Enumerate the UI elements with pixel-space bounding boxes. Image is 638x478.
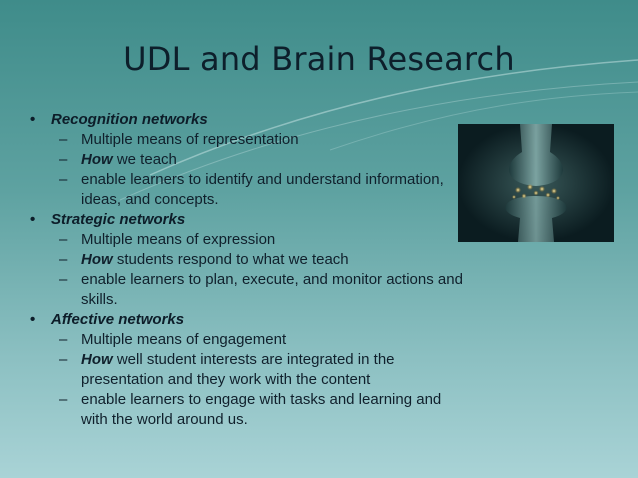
- item-text: we teach: [112, 151, 177, 168]
- list-item: –Multiple means of engagement: [30, 330, 470, 350]
- section-heading-recognition: • Recognition networks: [30, 110, 470, 130]
- slide-body: • Recognition networks –Multiple means o…: [30, 110, 470, 430]
- item-lead: How: [81, 251, 113, 268]
- section-heading-text: Affective networks: [51, 311, 185, 328]
- dash: –: [59, 391, 68, 408]
- list-item: –enable learners to engage with tasks an…: [30, 390, 470, 430]
- list-item: –enable learners to plan, execute, and m…: [30, 270, 470, 310]
- section-heading-text: Strategic networks: [51, 211, 186, 228]
- dash: –: [59, 131, 68, 148]
- dash: –: [59, 351, 68, 368]
- synapse-illustration: [458, 124, 614, 242]
- list-item: –enable learners to identify and underst…: [30, 170, 470, 210]
- dash: –: [59, 171, 68, 188]
- bullet: •: [30, 311, 36, 328]
- item-lead: How: [81, 351, 113, 368]
- slide-title: UDL and Brain Research: [123, 40, 515, 78]
- dash: –: [59, 331, 68, 348]
- list-item: –How well student interests are integrat…: [30, 350, 470, 390]
- item-text: Multiple means of expression: [81, 231, 276, 248]
- bullet: •: [30, 111, 36, 128]
- item-text: students respond to what we teach: [112, 251, 349, 268]
- dash: –: [59, 251, 68, 268]
- item-text: Multiple means of engagement: [81, 331, 287, 348]
- item-lead: How: [81, 151, 113, 168]
- list-item: –How students respond to what we teach: [30, 250, 470, 270]
- item-text: enable learners to plan, execute, and mo…: [81, 271, 463, 308]
- dash: –: [59, 271, 68, 288]
- section-heading-strategic: • Strategic networks: [30, 210, 470, 230]
- dash: –: [59, 231, 68, 248]
- section-heading-affective: • Affective networks: [30, 310, 470, 330]
- item-text: enable learners to engage with tasks and…: [81, 391, 442, 428]
- dash: –: [59, 151, 68, 168]
- section-heading-text: Recognition networks: [51, 111, 208, 128]
- item-text: well student interests are integrated in…: [81, 351, 395, 388]
- list-item: –How we teach: [30, 150, 470, 170]
- synapse-neuron-image: [458, 124, 614, 242]
- bullet: •: [30, 211, 36, 228]
- list-item: –Multiple means of expression: [30, 230, 470, 250]
- item-text: enable learners to identify and understa…: [81, 171, 444, 208]
- item-text: Multiple means of representation: [81, 131, 299, 148]
- list-item: –Multiple means of representation: [30, 130, 470, 150]
